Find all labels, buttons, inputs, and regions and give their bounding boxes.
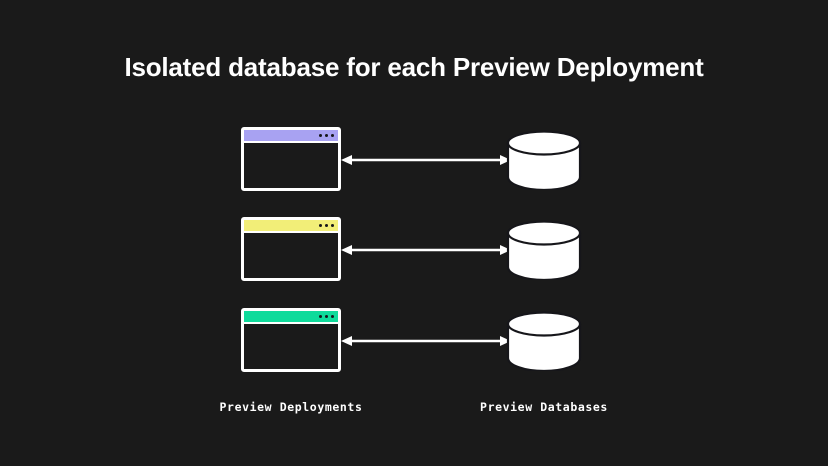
- preview-deployment-window[interactable]: [241, 217, 341, 281]
- window-dot-icon: [325, 315, 328, 318]
- preview-deployment-window[interactable]: [241, 127, 341, 191]
- window-dot-icon: [331, 315, 334, 318]
- window-controls[interactable]: [319, 224, 334, 227]
- window-body: [244, 145, 338, 188]
- preview-deployment-window[interactable]: [241, 308, 341, 372]
- preview-database-cylinder-icon: [506, 130, 582, 190]
- bidirectional-arrow-icon: [341, 242, 511, 258]
- window-controls[interactable]: [319, 315, 334, 318]
- bidirectional-arrow-icon: [341, 333, 511, 349]
- window-body: [244, 326, 338, 369]
- preview-databases-label: Preview Databases: [480, 400, 608, 414]
- window-dot-icon: [325, 224, 328, 227]
- window-dot-icon: [319, 315, 322, 318]
- window-dot-icon: [325, 134, 328, 137]
- window-dot-icon: [319, 134, 322, 137]
- window-controls[interactable]: [319, 134, 334, 137]
- window-dot-icon: [331, 134, 334, 137]
- deployment-database-pair: [0, 212, 828, 302]
- window-titlebar: [244, 311, 338, 324]
- bidirectional-arrow-icon: [341, 152, 511, 168]
- preview-database-cylinder-icon: [506, 220, 582, 280]
- deployment-database-pair: [0, 303, 828, 393]
- preview-database-cylinder-icon: [506, 311, 582, 371]
- window-dot-icon: [331, 224, 334, 227]
- preview-deployments-label: Preview Deployments: [219, 400, 363, 414]
- window-dot-icon: [319, 224, 322, 227]
- window-body: [244, 235, 338, 278]
- window-titlebar: [244, 220, 338, 233]
- window-titlebar: [244, 130, 338, 143]
- deployment-database-pair: [0, 122, 828, 212]
- page-title: Isolated database for each Preview Deplo…: [124, 52, 704, 82]
